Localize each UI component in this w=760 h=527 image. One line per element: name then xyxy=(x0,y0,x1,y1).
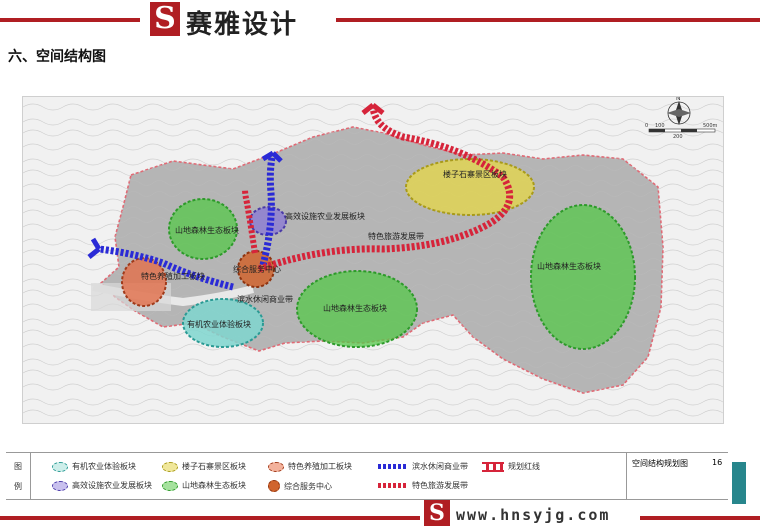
legend-breeding-label: 特色养殖加工板块 xyxy=(288,462,352,471)
zone-forest-left xyxy=(168,198,238,260)
svg-text:0: 0 xyxy=(645,123,648,129)
legend-organic-label: 有机农业体验板块 xyxy=(72,462,136,471)
zone-forest-right xyxy=(530,204,636,350)
teal-accent-block xyxy=(732,462,746,504)
zone-scenic xyxy=(405,158,535,216)
legend-label-bottom: 例 xyxy=(14,482,22,491)
scenic-swatch xyxy=(162,461,178,472)
footer-rule-right xyxy=(640,516,760,520)
section-title: 六、空间结构图 xyxy=(8,49,106,65)
tourism-line-swatch xyxy=(378,483,408,488)
label-facility-agri: 高效设施农业发展板块 xyxy=(285,211,365,221)
tourism-belt-branch xyxy=(242,188,258,254)
service-swatch xyxy=(268,480,280,492)
label-forest-left: 山地森林生态板块 xyxy=(175,225,239,235)
legend-forest-label: 山地森林生态板块 xyxy=(182,481,246,490)
label-breeding: 特色养殖加工板块 xyxy=(141,271,205,281)
label-service-center: 综合服务中心 xyxy=(233,264,281,274)
label-forest-right: 山地森林生态板块 xyxy=(537,261,601,271)
legend-facility-label: 高效设施农业发展板块 xyxy=(72,481,152,490)
legend-tourism-label: 特色旅游发展带 xyxy=(412,481,468,490)
footer-logo: S xyxy=(424,500,450,526)
svg-text:N: N xyxy=(676,97,681,102)
legend-redline-label: 规划红线 xyxy=(508,462,540,471)
legend-tourism: 特色旅游发展带 xyxy=(378,480,468,491)
brand-logo: S xyxy=(150,2,180,36)
legend-waterfront-label: 滨水休闲商业带 xyxy=(412,462,468,471)
legend-service: 综合服务中心 xyxy=(268,480,332,492)
legend-facility: 高效设施农业发展板块 xyxy=(52,480,152,491)
header-rule-left xyxy=(0,18,140,22)
zone-facility-agri xyxy=(249,206,287,236)
forest-swatch xyxy=(162,480,178,491)
legend-forest: 山地森林生态板块 xyxy=(162,480,246,491)
legend-redline: 规划红线 xyxy=(482,461,540,472)
zone-organic xyxy=(182,298,264,348)
legend-waterfront: 滨水休闲商业带 xyxy=(378,461,468,472)
legend-service-label: 综合服务中心 xyxy=(284,481,332,491)
brand-name: 赛雅设计 xyxy=(186,10,299,40)
label-organic: 有机农业体验板块 xyxy=(187,319,251,329)
svg-text:100: 100 xyxy=(655,123,665,129)
facility-swatch xyxy=(52,480,68,491)
breeding-swatch xyxy=(268,461,284,472)
legend-organic: 有机农业体验板块 xyxy=(52,461,136,472)
organic-swatch xyxy=(52,461,68,472)
redline-swatch xyxy=(482,461,504,472)
footer-rule-left xyxy=(0,516,420,520)
svg-text:500m: 500m xyxy=(703,123,718,129)
label-waterfront-belt: 滨水休闲商业带 xyxy=(237,294,293,304)
legend-scenic: 楼子石寨景区板块 xyxy=(162,461,246,472)
footer-url: www.hnsyjg.com xyxy=(456,506,611,524)
svg-text:200: 200 xyxy=(673,134,683,140)
zone-forest-mid xyxy=(296,270,418,348)
zone-breeding xyxy=(121,257,167,307)
label-scenic: 楼子石寨景区板块 xyxy=(443,169,507,179)
legend-divider-right xyxy=(626,453,627,499)
sheet-title: 空间结构规划图 xyxy=(632,459,688,468)
waterfront-belt-north xyxy=(259,152,277,266)
scale-bar: 0 100 200 500m xyxy=(645,123,718,140)
label-forest-mid: 山地森林生态板块 xyxy=(323,303,387,313)
legend-breeding: 特色养殖加工板块 xyxy=(268,461,352,472)
legend-label-top: 图 xyxy=(14,462,22,471)
legend-divider xyxy=(30,453,31,499)
tourism-belt xyxy=(257,104,514,273)
page-number: 16 xyxy=(712,458,723,467)
map-canvas: 山地森林生态板块 高效设施农业发展板块 综合服务中心 特色养殖加工板块 滨水休闲… xyxy=(23,97,723,423)
waterfront-line-swatch xyxy=(378,464,408,469)
label-tourism-belt: 特色旅游发展带 xyxy=(368,231,424,241)
header-rule-right xyxy=(336,18,760,22)
legend: 图 例 有机农业体验板块 高效设施农业发展板块 楼子石寨景区板块 山地森林生态板… xyxy=(6,452,728,500)
legend-scenic-label: 楼子石寨景区板块 xyxy=(182,462,246,471)
spatial-structure-map: 山地森林生态板块 高效设施农业发展板块 综合服务中心 特色养殖加工板块 滨水休闲… xyxy=(22,96,724,424)
north-arrow-icon: N xyxy=(667,97,691,125)
